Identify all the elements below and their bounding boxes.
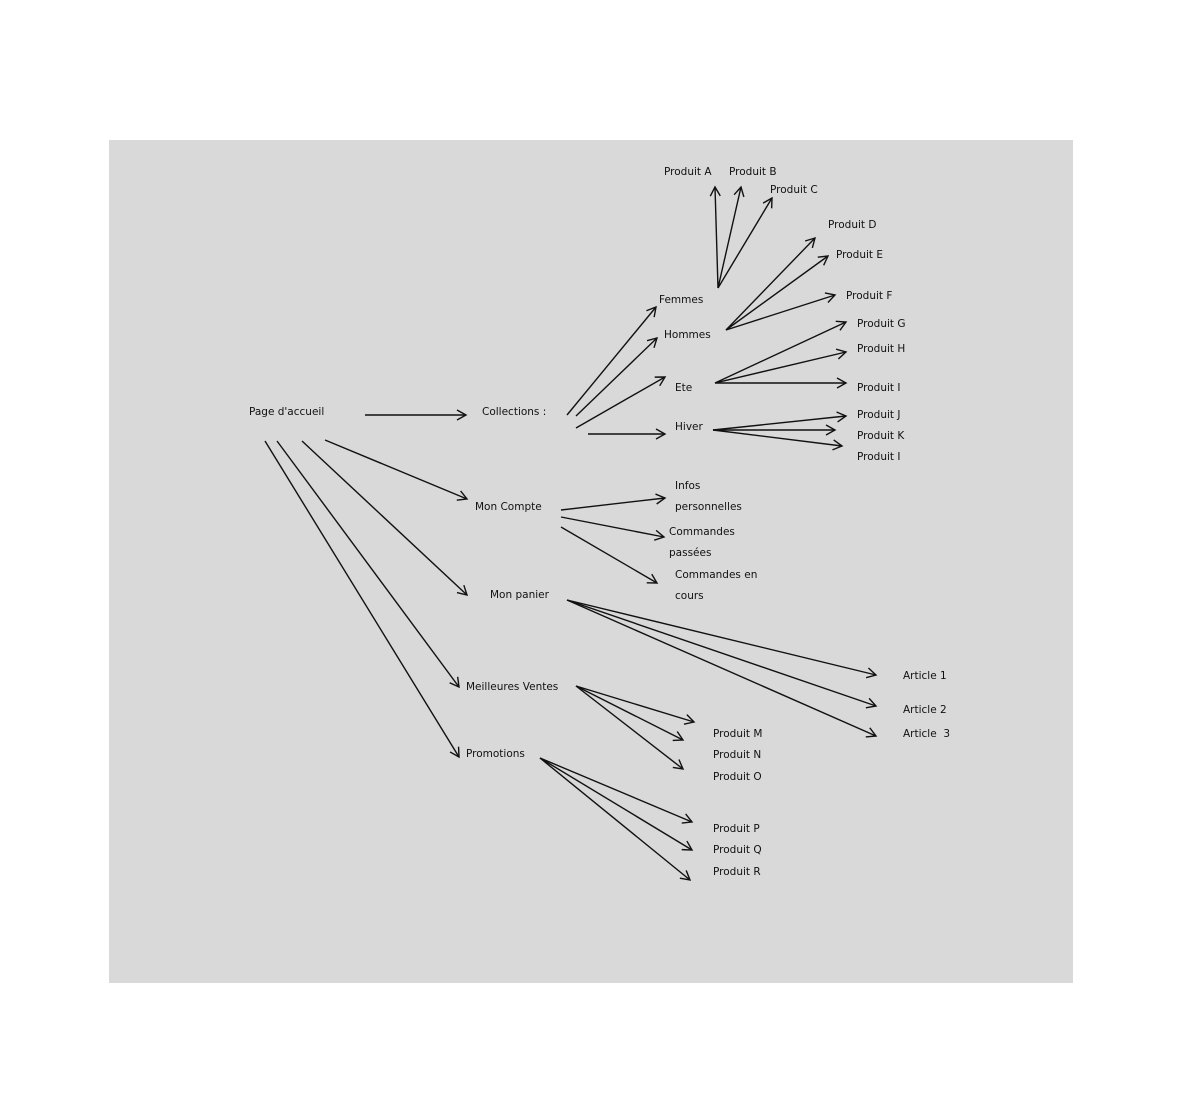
edge-collections-hommes [575,337,659,417]
edge-hommes-produit-d [725,236,817,331]
sitemap-diagram: Page d'accueil Collections : Mon Compte … [109,140,1073,983]
node-produit-h: Produit H [857,343,905,355]
node-mon-compte: Mon Compte [475,501,542,513]
edge-hommes-produit-e [725,255,830,331]
node-infos-personnelles-line1: Infos [675,480,700,492]
node-femmes: Femmes [659,294,703,306]
node-commandes-en-cours-line2: cours [675,590,704,602]
node-produit-b: Produit B [729,166,777,178]
node-article-3: Article 3 [903,728,950,740]
edge-femmes-produit-b [717,185,745,289]
edge-account-cmd-passees [560,516,666,541]
edge-account-cmd-cours [560,526,659,584]
node-produit-e: Produit E [836,249,883,261]
diagram-background [109,140,1073,983]
edge-home-cart [301,440,469,596]
node-produit-p: Produit P [713,823,760,835]
node-infos-personnelles-line2: personnelles [675,501,742,513]
edge-bestsellers-produit-m [575,685,696,725]
node-produit-o: Produit O [713,771,762,783]
edge-hiver-produit-l [712,429,844,451]
node-produit-r: Produit R [713,866,761,878]
node-ete: Ete [675,382,692,394]
node-article-2: Article 2 [903,704,947,716]
node-commandes-en-cours-line1: Commandes en [675,569,757,581]
node-meilleures-ventes: Meilleures Ventes [466,681,558,693]
edge-femmes-produit-c [717,196,773,289]
node-commandes-passees-line2: passées [669,547,711,559]
node-produit-k: Produit K [857,430,905,442]
node-produit-m: Produit M [713,728,762,740]
edge-ete-produit-h [714,348,848,384]
node-produit-g: Produit G [857,318,906,330]
node-produit-c: Produit C [770,184,818,196]
node-produit-d: Produit D [828,219,876,231]
edge-promotions-produit-q [539,757,694,851]
node-produit-n: Produit N [713,749,761,761]
node-commandes-passees-line1: Commandes [669,526,735,538]
node-hiver: Hiver [675,421,703,433]
node-produit-a: Produit A [664,166,712,178]
edge-home-account [324,439,469,501]
node-collections: Collections : [482,406,546,418]
node-produit-f: Produit F [846,290,892,302]
edge-collections-ete [575,376,667,429]
node-produit-j: Produit J [857,409,900,421]
node-produit-i: Produit I [857,382,900,394]
edge-account-infos [560,493,667,511]
node-article-1: Article 1 [903,670,947,682]
edge-hommes-produit-f [725,292,837,331]
edge-home-promotions [264,440,460,759]
edge-cart-article-3 [566,599,878,738]
edge-hiver-produit-j [712,411,848,431]
edge-cart-article-1 [566,599,878,679]
edge-ete-produit-g [714,320,848,384]
edge-cart-article-2 [566,599,878,709]
edge-femmes-produit-a [709,185,721,289]
edge-layer [264,185,878,881]
node-promotions: Promotions [466,748,525,760]
edge-bestsellers-produit-n [575,685,685,742]
edge-bestsellers-produit-o [575,685,685,770]
edge-promotions-produit-p [539,757,694,824]
node-produit-l: Produit I [857,451,900,463]
node-produit-q: Produit Q [713,844,762,856]
node-hommes: Hommes [664,329,711,341]
node-page-accueil: Page d'accueil [249,406,324,418]
node-mon-panier: Mon panier [490,589,550,601]
edge-home-bestsellers [276,440,460,689]
label-layer: Page d'accueil Collections : Mon Compte … [249,166,950,878]
edge-promotions-produit-r [539,757,692,881]
edge-collections-femmes [566,305,657,416]
